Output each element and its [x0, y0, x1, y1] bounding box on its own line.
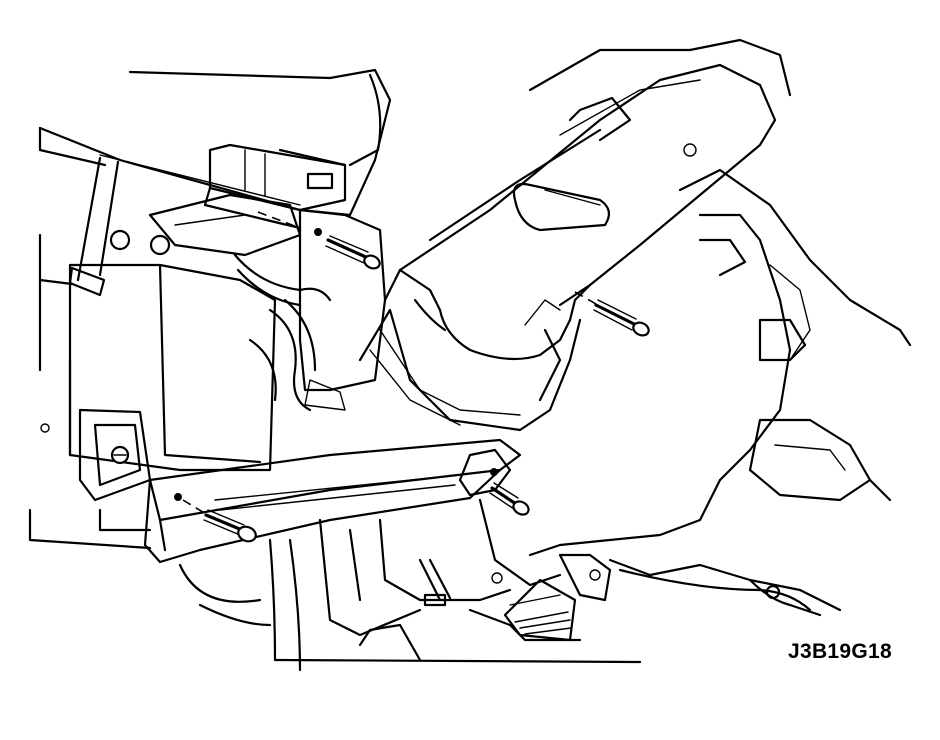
steering-shaft-boot	[503, 578, 577, 642]
upper-bracket	[257, 208, 387, 411]
wiring-harness	[233, 253, 332, 412]
bolt-lower-right	[489, 482, 530, 516]
bolt-lower-left	[182, 499, 257, 543]
figure-code: J3B19G18	[788, 640, 892, 663]
lower-structure	[28, 498, 842, 672]
lower-trim-panel	[528, 168, 912, 557]
column-collar	[358, 268, 592, 432]
connector-module	[109, 143, 347, 257]
bolt-right	[574, 291, 650, 337]
instrument-panel-upper	[38, 68, 392, 217]
left-mount-block	[78, 408, 152, 532]
bolt-upper	[325, 235, 381, 270]
steering-column	[398, 38, 792, 307]
lower-support-bracket	[143, 438, 522, 564]
floor-lines	[198, 603, 642, 664]
relay-box	[40, 263, 277, 472]
ground-cable	[618, 568, 812, 612]
support-strut	[38, 156, 120, 372]
